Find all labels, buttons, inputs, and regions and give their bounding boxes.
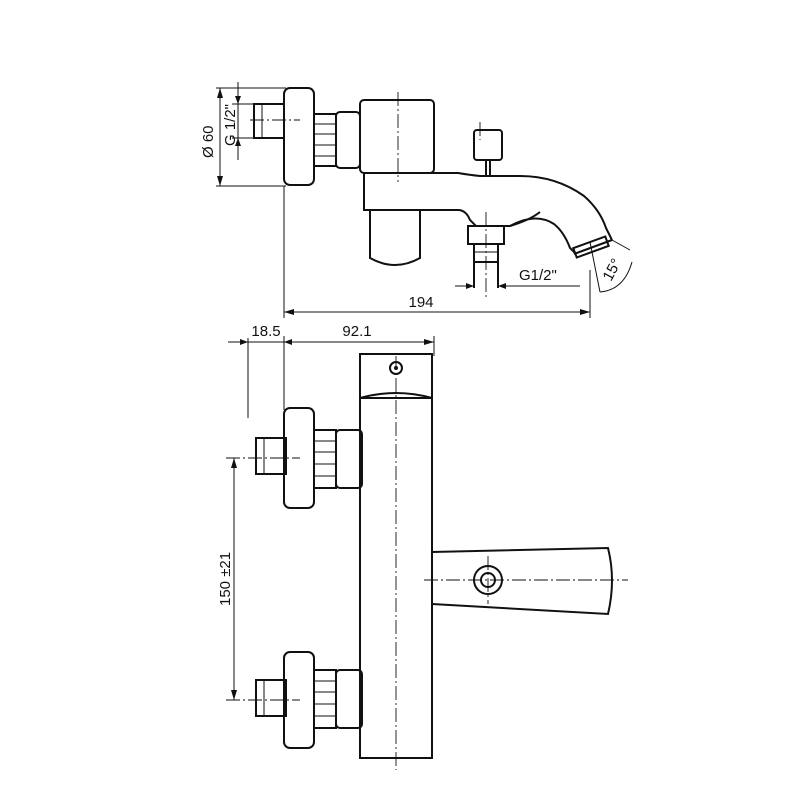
front-spout (431, 546, 613, 616)
dim-offset-a: 18.5 (251, 323, 280, 340)
front-top-knob (359, 353, 433, 399)
dim-spout-thread: G1/2" (519, 267, 557, 284)
dim-centers: 150 ±21 (217, 552, 234, 606)
top-diverter-knob (473, 129, 503, 161)
top-cartridge (369, 210, 421, 266)
top-inlet-nipple (253, 103, 285, 139)
dim-offset-b: 92.1 (342, 323, 371, 340)
dim-angle: 15° (600, 256, 626, 284)
dim-top-thread: G 1/2" (222, 104, 239, 146)
top-view: Ø 60 G 1/2" G1/2" 15° 194 (200, 82, 633, 318)
top-wall-flange (283, 87, 315, 186)
dim-overall-length: 194 (408, 294, 433, 311)
top-handle-block (359, 99, 435, 174)
front-view: 18.5 92.1 (217, 323, 628, 770)
top-mixer-body (363, 173, 541, 227)
top-spout (509, 217, 577, 255)
front-lower-nipple (255, 679, 287, 717)
top-hex-nut (313, 113, 337, 167)
dim-top-diameter: Ø 60 (200, 125, 217, 158)
front-upper-nipple (255, 437, 287, 475)
